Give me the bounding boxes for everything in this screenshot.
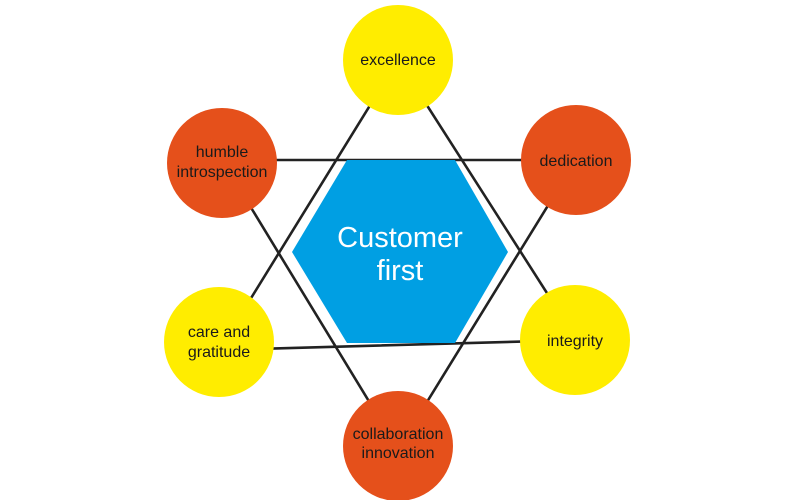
node-integrity-circle [520,285,630,395]
node-excellence-label: excellence [360,52,436,69]
node-dedication-label: dedication [540,153,613,170]
node-humble-circle [167,108,277,218]
node-collaboration-label-line2: innovation [362,445,435,462]
node-humble-label-line1: humble [196,144,249,161]
node-humble-label-line2: introspection [177,164,268,181]
node-care-circle [164,287,274,397]
node-collaboration-innovation: collaboration innovation [343,391,453,500]
node-collaboration-circle [343,391,453,500]
node-integrity: integrity [520,285,630,395]
node-dedication: dedication [521,105,631,215]
center-hexagon [292,160,508,343]
center-label-line2: first [377,255,424,287]
node-care-label-line1: care and [188,324,250,341]
node-humble-introspection: humble introspection [167,108,277,218]
upward-triangle [216,57,580,352]
node-care-label-line2: gratitude [188,344,250,361]
node-care-gratitude: care and gratitude [164,287,274,397]
node-excellence: excellence [343,5,453,115]
node-dedication-circle [521,105,631,215]
node-collaboration-label-line1: collaboration [353,426,444,443]
node-excellence-circle [343,5,453,115]
center-label-line1: Customer [337,222,463,254]
node-integrity-label: integrity [547,333,603,350]
